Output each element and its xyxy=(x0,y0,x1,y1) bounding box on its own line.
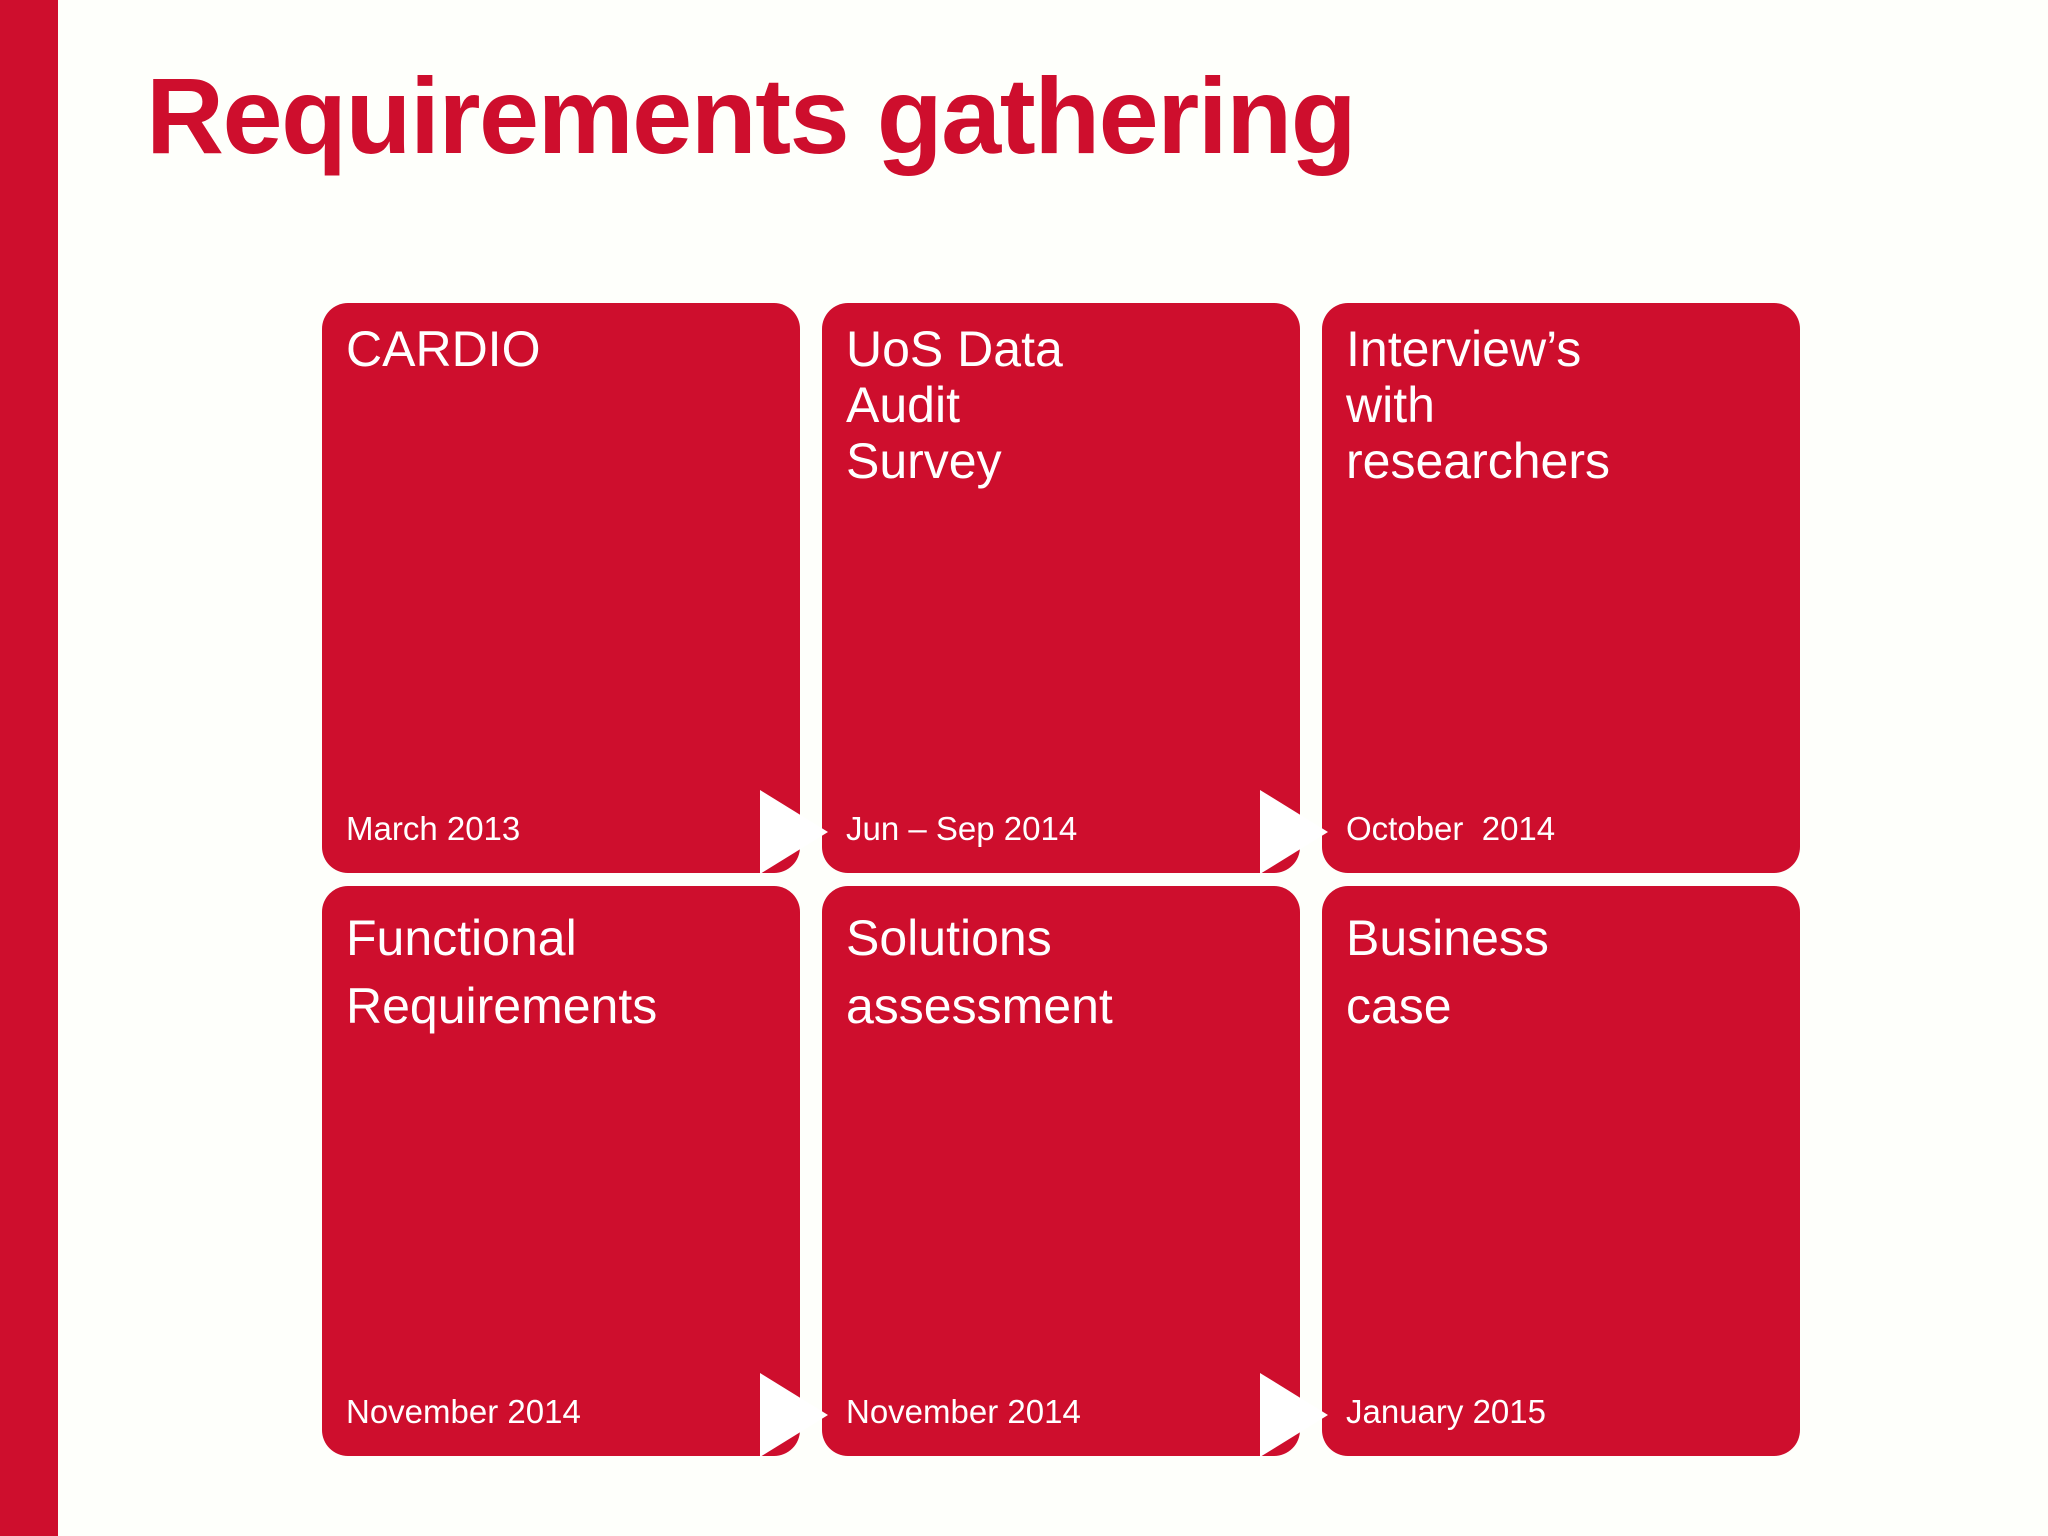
process-box-title: Functional Requirements xyxy=(346,910,658,1034)
process-box-date: Jun – Sep 2014 xyxy=(846,809,1078,847)
arrow-right-icon xyxy=(760,790,828,874)
process-box-business-case[interactable]: Business case January 2015 xyxy=(1322,886,1800,1456)
arrow-right-icon xyxy=(1260,1373,1328,1457)
process-box-title: UoS Data Audit Survey xyxy=(846,321,1063,489)
process-box-date: March 2013 xyxy=(346,809,521,847)
arrow-right-icon xyxy=(760,1373,828,1457)
left-accent-bar xyxy=(0,0,58,1536)
process-box-interviews-with-researchers[interactable]: Interview’s with researchers October 201… xyxy=(1322,303,1800,873)
process-box-date: January 2015 xyxy=(1346,1392,1546,1430)
process-box-title: Business case xyxy=(1346,910,1549,1034)
process-row-2: Functional Requirements November 2014 So… xyxy=(322,886,1802,1456)
process-box-date: November 2014 xyxy=(846,1392,1081,1430)
process-box-date: November 2014 xyxy=(346,1392,581,1430)
process-row-1: CARDIO March 2013 UoS Data Audit Survey … xyxy=(322,303,1802,873)
process-box-functional-requirements[interactable]: Functional Requirements November 2014 xyxy=(322,886,800,1456)
process-diagram: CARDIO March 2013 UoS Data Audit Survey … xyxy=(322,303,1802,1458)
process-box-date: October 2014 xyxy=(1346,809,1556,847)
process-box-uos-data-audit-survey[interactable]: UoS Data Audit Survey Jun – Sep 2014 xyxy=(822,303,1300,873)
process-box-solutions-assessment[interactable]: Solutions assessment November 2014 xyxy=(822,886,1300,1456)
process-box-cardio[interactable]: CARDIO March 2013 xyxy=(322,303,800,873)
process-box-title: Interview’s with researchers xyxy=(1346,321,1610,489)
page-title: Requirements gathering xyxy=(146,55,1357,176)
process-box-title: CARDIO xyxy=(346,321,541,377)
arrow-right-icon xyxy=(1260,790,1328,874)
process-box-title: Solutions assessment xyxy=(846,910,1113,1034)
